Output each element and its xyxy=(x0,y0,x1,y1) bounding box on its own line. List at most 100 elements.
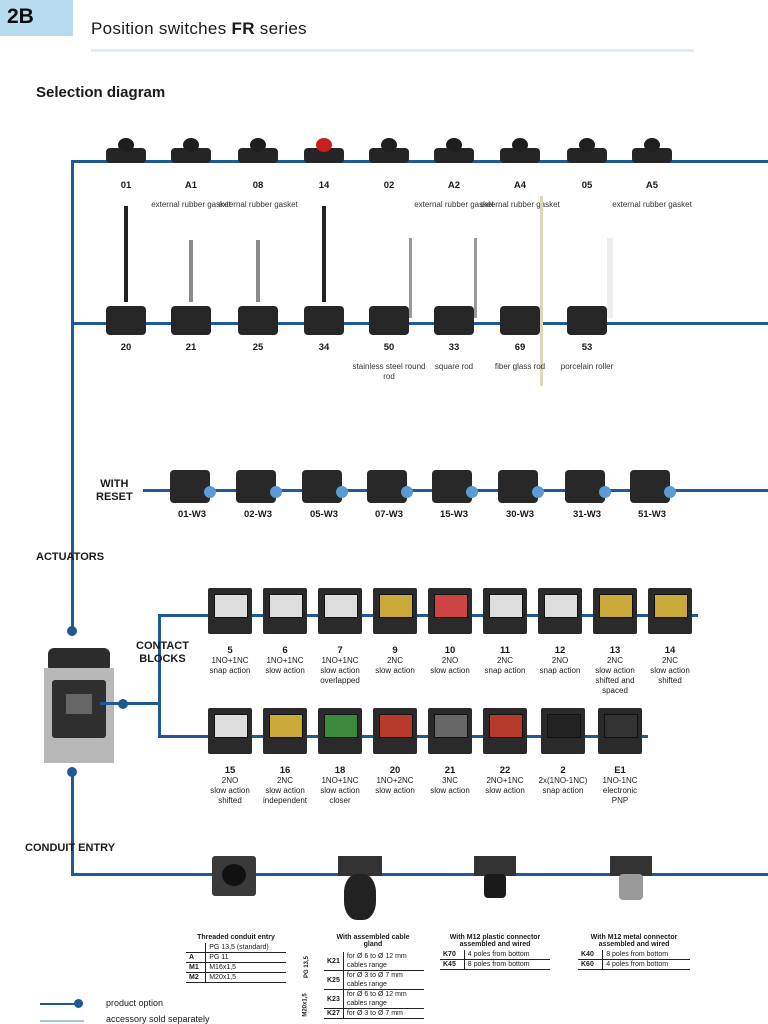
legend-product-dot xyxy=(74,999,83,1008)
conduit-entry-label: CONDUIT ENTRY xyxy=(25,842,116,854)
reset-actuator-code: 01-W3 xyxy=(178,509,206,520)
switch-head-2 xyxy=(238,138,278,163)
rod-icon xyxy=(322,206,326,302)
rod-icon xyxy=(256,240,260,302)
m12-plastic-table: With M12 plastic connector assembled and… xyxy=(440,934,550,970)
threaded-entry-image xyxy=(212,856,256,896)
contact-block-number: 7 xyxy=(337,645,343,656)
actuator-code: 50 xyxy=(383,342,395,353)
actuator-code: 21 xyxy=(185,342,197,353)
switch-rod-head-2 xyxy=(238,302,278,335)
switch-head-3 xyxy=(304,138,344,163)
switch-rod-head-7 xyxy=(567,302,607,335)
contact-block-desc: 1NO+1NC slow action overlapped xyxy=(320,656,360,685)
actuator-code: 33 xyxy=(448,342,460,353)
rod-icon xyxy=(607,238,613,318)
contact-block-image xyxy=(428,708,472,754)
trunk-line xyxy=(71,160,74,630)
trunk-line-lower xyxy=(71,770,74,875)
contact-block-desc: 1NO+1NC slow action xyxy=(265,656,305,675)
contact-block-number: 9 xyxy=(392,645,398,656)
actuator-code: 08 xyxy=(252,180,264,191)
reset-switch-1 xyxy=(236,460,282,503)
option-desc: M16x1,5 xyxy=(205,962,286,973)
contact-block-image xyxy=(538,588,582,634)
contact-block-image xyxy=(208,708,252,754)
gland-group-2: M20x1,5 xyxy=(302,993,309,1017)
switch-head-0 xyxy=(106,138,146,163)
contact-block-image xyxy=(263,708,307,754)
actuator-code: 53 xyxy=(581,342,593,353)
switch-rod-head-3 xyxy=(304,302,344,335)
contact-block-number: 21 xyxy=(444,765,456,776)
actuator-note: external rubber gasket xyxy=(480,200,560,209)
contact-block-desc: 2NC snap action xyxy=(484,656,526,675)
contact-block-image xyxy=(593,588,637,634)
actuator-code: 05 xyxy=(581,180,593,191)
contact-block-number: 18 xyxy=(334,765,346,776)
switch-head-4 xyxy=(369,138,409,163)
contact-block-image xyxy=(318,588,362,634)
rod-icon xyxy=(124,206,128,302)
gland-group-1: PG 13,5 xyxy=(304,955,311,979)
contact-blocks-label: CONTACT BLOCKS xyxy=(136,640,189,665)
actuator-note: fiber glass rod xyxy=(494,362,546,371)
cable-gland-image xyxy=(338,856,382,922)
section-tab: 2B xyxy=(0,0,73,36)
contact-block-desc: 2NC slow action independent xyxy=(262,776,308,805)
contact-block-number: 12 xyxy=(554,645,566,656)
blocks-stem xyxy=(100,702,160,705)
actuator-code: 02 xyxy=(383,180,395,191)
option-desc: 4 poles from bottom xyxy=(602,959,690,970)
reset-switch-3 xyxy=(367,460,413,503)
conduit-dot xyxy=(67,767,77,777)
contact-block-number: 11 xyxy=(499,645,511,656)
contact-block-image xyxy=(318,708,362,754)
actuator-note: external rubber gasket xyxy=(218,200,298,209)
contact-block-desc: 3NC slow action xyxy=(430,776,470,795)
actuator-dot xyxy=(67,626,77,636)
actuator-code: A2 xyxy=(447,180,461,191)
option-code: K21 xyxy=(324,952,344,971)
option-code: K60 xyxy=(578,959,604,970)
contact-block-desc: 2NO slow action xyxy=(430,656,470,675)
actuator-note: external rubber gasket xyxy=(612,200,692,209)
reset-switch-7 xyxy=(630,460,676,503)
threaded-table: Threaded conduit entry PG 13,5 (standard… xyxy=(186,934,286,983)
option-code: K25 xyxy=(324,970,344,990)
legend-product-option: product option xyxy=(106,998,164,1008)
switch-head-1 xyxy=(171,138,211,163)
reset-switch-4 xyxy=(432,460,478,503)
reset-actuator-code: 05-W3 xyxy=(310,509,338,520)
contact-block-number: 14 xyxy=(664,645,676,656)
rod-icon xyxy=(474,238,477,318)
switch-rod-head-6 xyxy=(500,302,540,335)
option-desc: PG 13,5 (standard) xyxy=(205,943,286,953)
contact-block-desc: 1NO+1NC snap action xyxy=(209,656,251,675)
option-code: M2 xyxy=(186,972,207,983)
option-desc: PG 11 xyxy=(205,952,286,963)
option-code: A xyxy=(186,952,207,963)
reset-switch-5 xyxy=(498,460,544,503)
reset-actuator-code: 02-W3 xyxy=(244,509,272,520)
option-desc: 8 poles from bottom xyxy=(464,959,550,970)
actuator-code: 69 xyxy=(514,342,526,353)
contact-block-number: 20 xyxy=(389,765,401,776)
table-row: PG 13,5 (standard) xyxy=(186,943,286,953)
switch-head-5 xyxy=(434,138,474,163)
option-desc: 8 poles from bottom xyxy=(602,950,690,960)
reset-actuator-code: 31-W3 xyxy=(573,509,601,520)
section-tab-label: 2B xyxy=(7,5,34,28)
option-desc: for Ø 3 to Ø 7 mm xyxy=(343,1008,424,1019)
contact-block-desc: 1NO-1NC electronic PNP xyxy=(602,776,638,805)
contact-block-number: 22 xyxy=(499,765,511,776)
option-desc: for Ø 3 to Ø 7 mm cables range xyxy=(343,970,424,990)
contact-block-number: 6 xyxy=(282,645,288,656)
